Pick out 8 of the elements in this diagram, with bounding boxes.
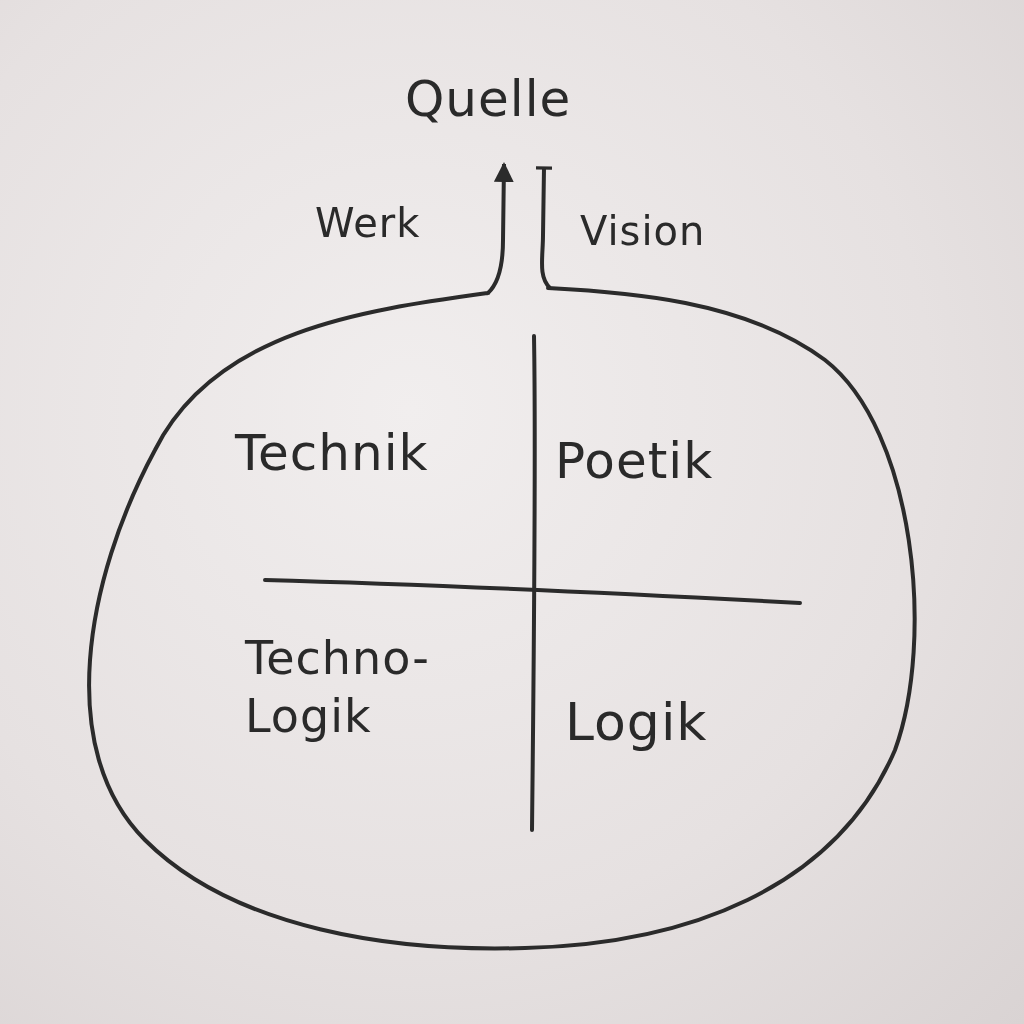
edge-label: Werk (315, 200, 421, 246)
arrow (486, 162, 514, 295)
quadrant-label: Techno-Logik (245, 630, 485, 745)
quadrant-label: Quelle (405, 68, 635, 131)
quadrant-label: Poetik (555, 430, 785, 493)
quadrant-label: Logik (565, 690, 785, 755)
edge-label: Vision (580, 208, 706, 254)
quadrant-label: Technik (235, 422, 495, 485)
